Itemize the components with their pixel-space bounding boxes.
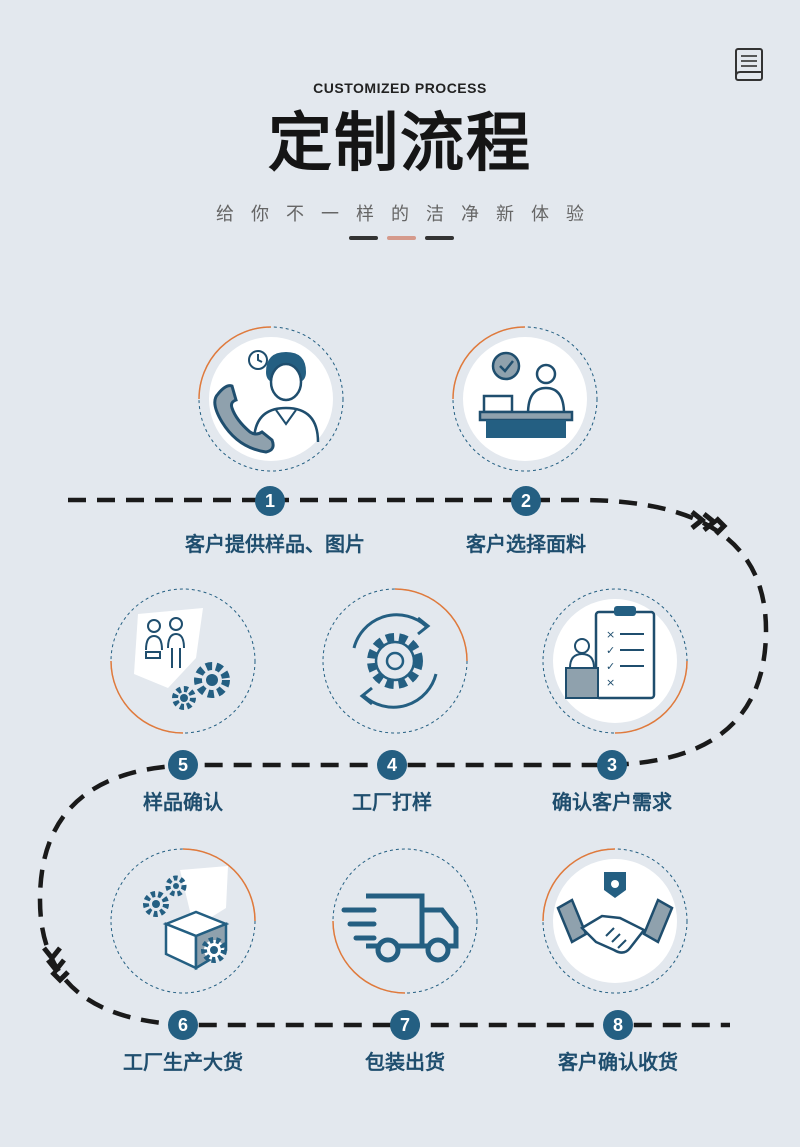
step-number-2: 2 [511,486,541,516]
divider-dash-right [425,236,454,240]
step-number-3: 3 [597,750,627,780]
checklist-icon: × ✓ ✓ × [542,588,688,734]
step-number-5: 5 [168,750,198,780]
step-number-8: 8 [603,1010,633,1040]
svg-text:×: × [606,628,615,641]
gear-cycle-icon [322,588,468,734]
divider-dash-middle [387,236,416,240]
meeting-gears-icon [110,588,256,734]
step-label-8: 客户确认收货 [558,1050,678,1074]
customer-phone-icon [198,326,344,472]
step-number-1: 1 [255,486,285,516]
subtitle-en: CUSTOMIZED PROCESS [313,80,487,96]
path-arrow-down [42,946,70,984]
tagline: 给你不一样的洁净新体验 [216,204,601,225]
box-gears-icon [110,848,256,994]
step-label-2: 客户选择面料 [466,532,586,556]
step-label-3: 确认客户需求 [552,790,672,814]
path-arrow-right [690,510,728,536]
step-label-1: 客户提供样品、图片 [185,532,365,556]
book-icon [735,48,763,81]
svg-text:×: × [606,676,615,689]
step-label-6: 工厂生产大货 [123,1050,243,1074]
step-label-4: 工厂打样 [352,790,432,814]
delivery-truck-icon [332,848,478,994]
handshake-icon [542,848,688,994]
svg-text:✓: ✓ [606,660,615,673]
step-label-5: 样品确认 [143,790,223,814]
svg-text:✓: ✓ [606,644,615,657]
reception-desk-icon [452,326,598,472]
divider-dash-left [349,236,378,240]
step-label-7: 包装出货 [365,1050,445,1074]
step-number-6: 6 [168,1010,198,1040]
step-number-7: 7 [390,1010,420,1040]
page-title: 定制流程 [268,107,532,181]
step-number-4: 4 [377,750,407,780]
